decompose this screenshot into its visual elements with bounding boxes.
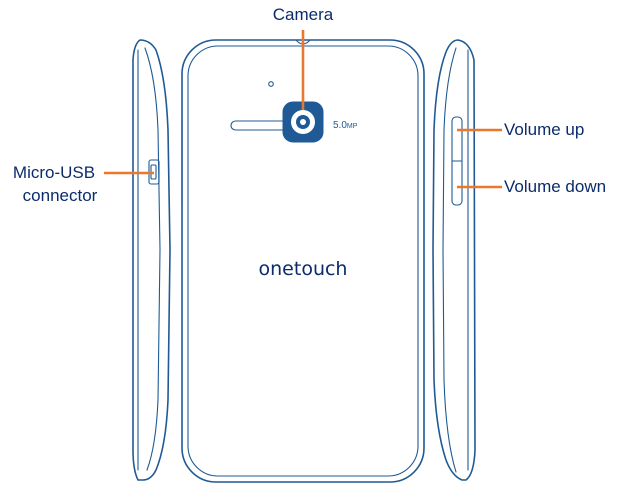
micro-usb-label-line2: connector — [23, 186, 98, 205]
brand-logo-text: onetouch — [259, 258, 348, 280]
camera-label: Camera — [273, 5, 334, 24]
phone-back-view: 5.0MP onetouch — [181, 39, 425, 483]
phone-left-side-view — [132, 39, 171, 481]
micro-usb-label-line1: Micro-USB — [13, 163, 95, 182]
megapixel-value: 5.0 — [333, 120, 347, 131]
volume-down-label: Volume down — [504, 177, 606, 196]
phone-right-side-view — [432, 39, 476, 481]
megapixel-unit: MP — [347, 123, 358, 130]
megapixel-badge: 5.0MP — [333, 120, 358, 131]
speaker-grille — [230, 120, 289, 131]
volume-up-label: Volume up — [504, 120, 584, 139]
microphone-icon — [268, 81, 274, 87]
